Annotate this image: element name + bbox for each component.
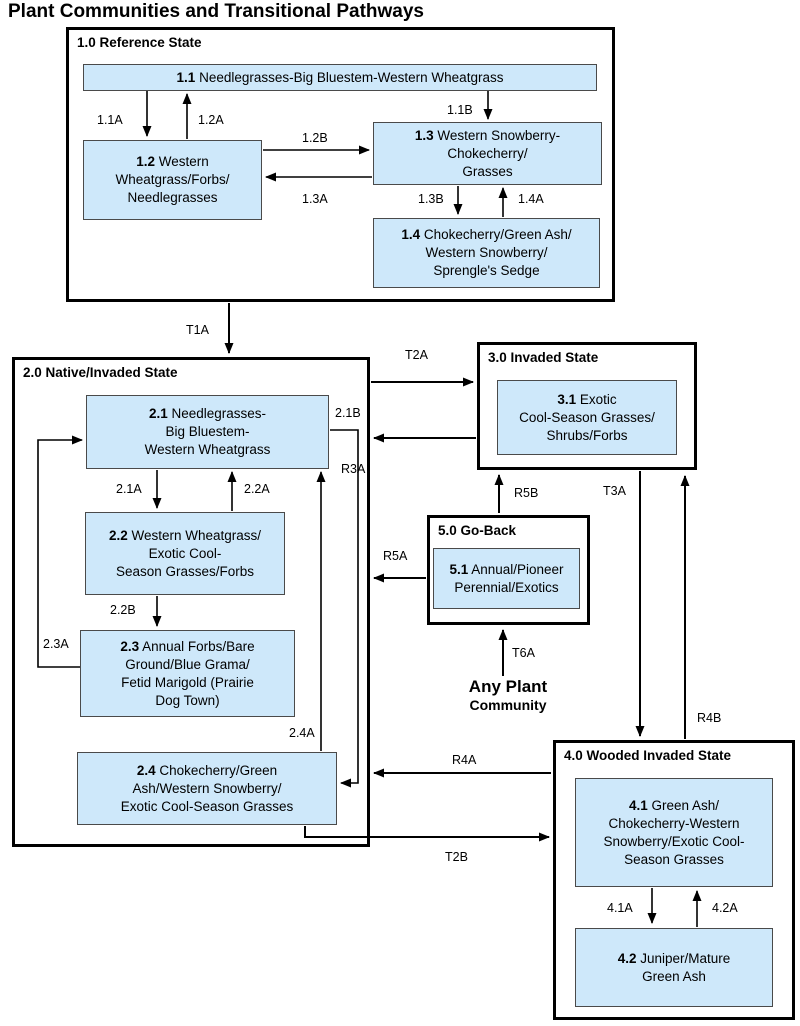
community-3-1-name: Exotic Cool-Season Grasses/ Shrubs/Forbs <box>519 391 655 443</box>
community-4-2-code: 4.2 <box>617 950 637 966</box>
pathway-T2B-label: T2B <box>445 850 468 864</box>
pathway-R3A-label: R3A <box>341 462 366 476</box>
pathway-T1A-label: T1A <box>186 323 209 337</box>
community-1-2-name: Western Wheatgrass/Forbs/ Needlegrasses <box>115 154 230 205</box>
community-5-1-code: 5.1 <box>449 561 469 577</box>
pathway-T6A-label: T6A <box>512 646 535 660</box>
pathway-2-4A-label: 2.4A <box>289 726 315 740</box>
community-2-2-code: 2.2 <box>108 527 128 543</box>
community-2-4-name: Chokecherry/Green Ash/Western Snowberry/… <box>120 762 294 814</box>
community-1-3-name: Western Snowberry- Chokecherry/ Grasses <box>437 127 561 179</box>
pathway-T2A-label: T2A <box>405 348 428 362</box>
community-1-4-code: 1.4 <box>401 227 421 242</box>
community-1-3-code: 1.3 <box>414 127 434 143</box>
community-2-4-code: 2.4 <box>136 762 156 778</box>
pathway-2-2B-label: 2.2B <box>110 603 136 617</box>
community-1-1-name: Needlegrasses-Big Bluestem-Western Wheat… <box>199 69 504 85</box>
pathway-R4A-label: R4A <box>452 753 477 767</box>
community-2-1-code: 2.1 <box>148 406 168 421</box>
community-5-1-name: Annual/Pioneer Perennial/Exotics <box>454 561 564 595</box>
pathway-1-3A-label: 1.3A <box>302 192 328 206</box>
community-2-1-name: Needlegrasses- Big Bluestem- Western Whe… <box>144 406 271 457</box>
community-1-1-code: 1.1 <box>176 69 196 85</box>
community-1-3-box: 1.3 Western Snowberry- Chokecherry/ Gras… <box>373 122 602 185</box>
community-2-2-name: Western Wheatgrass/ Exotic Cool- Season … <box>115 527 262 579</box>
state-5-0-label: 5.0 Go-Back <box>438 523 517 538</box>
pathway-2-2A-label: 2.2A <box>244 482 270 496</box>
any-plant-community-label: Any Plant Community <box>448 676 568 714</box>
diagram-title: Plant Communities and Transitional Pathw… <box>8 1 424 22</box>
community-4-1-name: Green Ash/ Chokecherry-Western Snowberry… <box>603 797 745 867</box>
community-4-1-box: 4.1 Green Ash/ Chokecherry-Western Snowb… <box>575 778 773 887</box>
community-4-2-box: 4.2 Juniper/Mature Green Ash <box>575 928 773 1007</box>
community-4-1-code: 4.1 <box>628 797 648 813</box>
pathway-2-1A-label: 2.1A <box>116 482 142 496</box>
community-4-2-name: Juniper/Mature Green Ash <box>640 950 731 984</box>
pathway-1-2A-label: 1.2A <box>198 113 224 127</box>
community-1-4-box: 1.4 Chokecherry/Green Ash/ Western Snowb… <box>373 218 600 288</box>
community-2-4-box: 2.4 Chokecherry/Green Ash/Western Snowbe… <box>77 752 337 825</box>
pathway-4-2A-label: 4.2A <box>712 901 738 915</box>
pathway-1-4A-label: 1.4A <box>518 192 544 206</box>
state-1-0-label: 1.0 Reference State <box>77 35 202 50</box>
pathway-T3A-label: T3A <box>603 484 626 498</box>
community-2-3-code: 2.3 <box>120 638 140 654</box>
any-plant-line2: Community <box>469 697 547 713</box>
pathway-4-1A-label: 4.1A <box>607 901 633 915</box>
state-4-0-label: 4.0 Wooded Invaded State <box>564 748 732 763</box>
state-3-0-label: 3.0 Invaded State <box>488 350 599 365</box>
community-2-2-box: 2.2 Western Wheatgrass/ Exotic Cool- Sea… <box>85 512 285 595</box>
community-5-1-box: 5.1 Annual/Pioneer Perennial/Exotics <box>433 548 580 609</box>
community-1-1-box: 1.1 Needlegrasses-Big Bluestem-Western W… <box>83 64 597 91</box>
pathway-R5B-label: R5B <box>514 486 539 500</box>
pathway-2-3A-label: 2.3A <box>43 637 69 651</box>
community-1-2-code: 1.2 <box>136 154 155 169</box>
pathway-R4B-label: R4B <box>697 711 722 725</box>
pathway-2-1B-label: 2.1B <box>335 406 361 420</box>
any-plant-line1: Any Plant <box>468 677 548 696</box>
pathway-1-2B-label: 1.2B <box>302 131 328 145</box>
pathway-1-3B-label: 1.3B <box>418 192 444 206</box>
community-1-4-name: Chokecherry/Green Ash/ Western Snowberry… <box>423 227 572 278</box>
community-2-1-box: 2.1 Needlegrasses- Big Bluestem- Western… <box>86 395 329 469</box>
pathway-R5A-label: R5A <box>383 549 408 563</box>
pathway-1-1A-label: 1.1A <box>97 113 123 127</box>
community-3-1-box: 3.1 Exotic Cool-Season Grasses/ Shrubs/F… <box>497 380 677 455</box>
community-1-2-box: 1.2 Western Wheatgrass/Forbs/ Needlegras… <box>83 140 262 220</box>
state-2-0-label: 2.0 Native/Invaded State <box>23 365 178 380</box>
community-2-3-name: Annual Forbs/Bare Ground/Blue Grama/ Fet… <box>121 638 255 708</box>
community-2-3-box: 2.3 Annual Forbs/Bare Ground/Blue Grama/… <box>80 630 295 717</box>
pathway-1-1B-label: 1.1B <box>447 103 473 117</box>
community-3-1-code: 3.1 <box>557 391 577 407</box>
